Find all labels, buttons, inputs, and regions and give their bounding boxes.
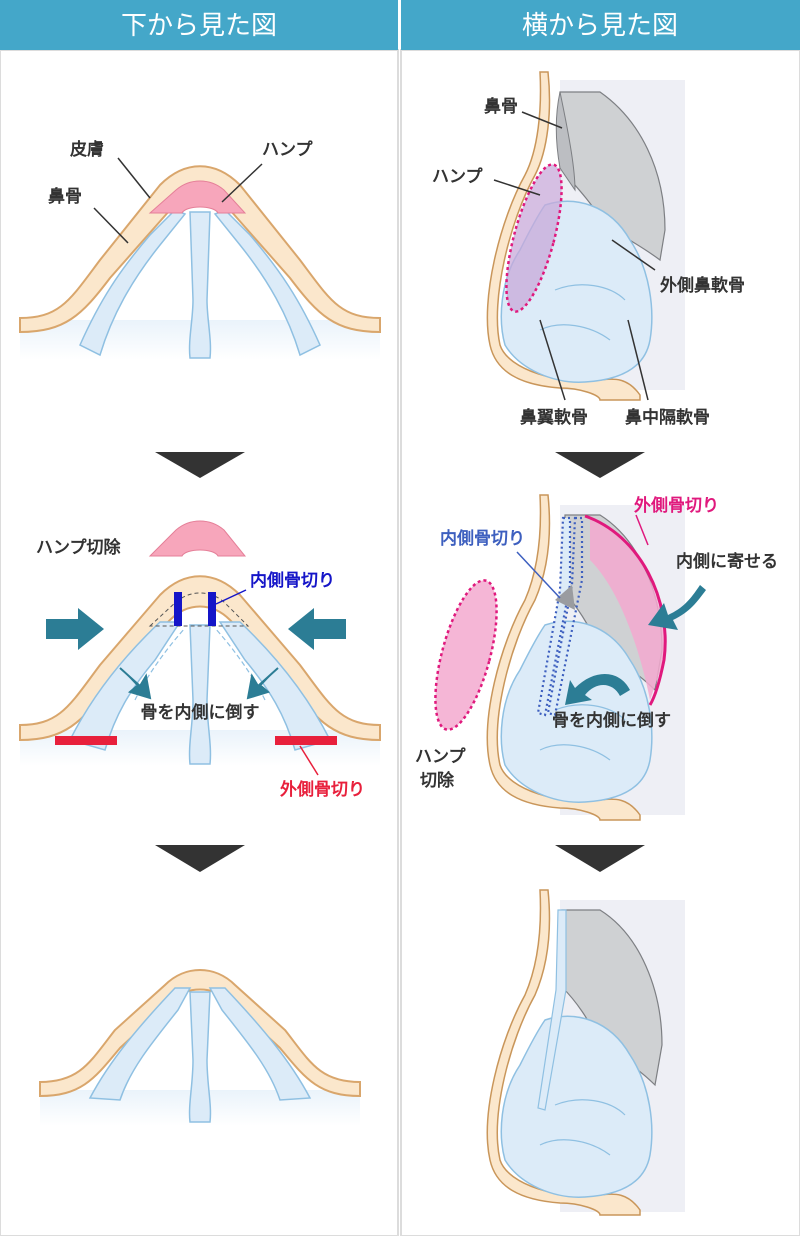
label-skin: 皮膚 xyxy=(70,139,104,160)
label-alar-cartilage: 鼻翼軟骨 xyxy=(520,407,588,428)
lateral-osteotomy-mark-right xyxy=(275,736,337,745)
label-upper-lateral-cartilage: 外側鼻軟骨 xyxy=(660,275,745,296)
septum-2 xyxy=(190,625,211,764)
right-header-title: 横から見た図 xyxy=(522,11,678,41)
label-hump-right: ハンプ xyxy=(432,166,483,187)
label-lateral-osteotomy-left: 外側骨切り xyxy=(280,779,365,800)
label-hump-resection-left: ハンプ切除 xyxy=(36,537,121,558)
septum xyxy=(190,212,211,358)
label-tilt-right: 骨を内側に倒す xyxy=(552,710,671,731)
medial-osteotomy-mark-left xyxy=(174,592,182,626)
label-medial-osteotomy-left: 内側骨切り xyxy=(250,570,335,591)
label-tilt-left: 骨を内側に倒す xyxy=(141,702,260,723)
left-header-title: 下から見た図 xyxy=(121,11,277,41)
lateral-osteotomy-mark-left xyxy=(55,736,117,745)
label-hump-resection-right-1: ハンプ xyxy=(415,746,466,767)
label-bring-inward: 内側に寄せる xyxy=(676,551,778,572)
label-nasal-bone-right: 鼻骨 xyxy=(484,96,518,117)
medial-osteotomy-mark-right xyxy=(208,592,216,626)
label-nasal-bone-left: 鼻骨 xyxy=(48,186,82,207)
label-medial-osteotomy-right: 内側骨切り xyxy=(440,528,525,549)
label-lateral-osteotomy-right: 外側骨切り xyxy=(634,495,719,516)
label-hump-resection-right-2: 切除 xyxy=(420,770,455,791)
septum-3 xyxy=(190,992,211,1122)
label-hump-left: ハンプ xyxy=(262,139,313,160)
label-septal-cartilage: 鼻中隔軟骨 xyxy=(625,407,710,428)
